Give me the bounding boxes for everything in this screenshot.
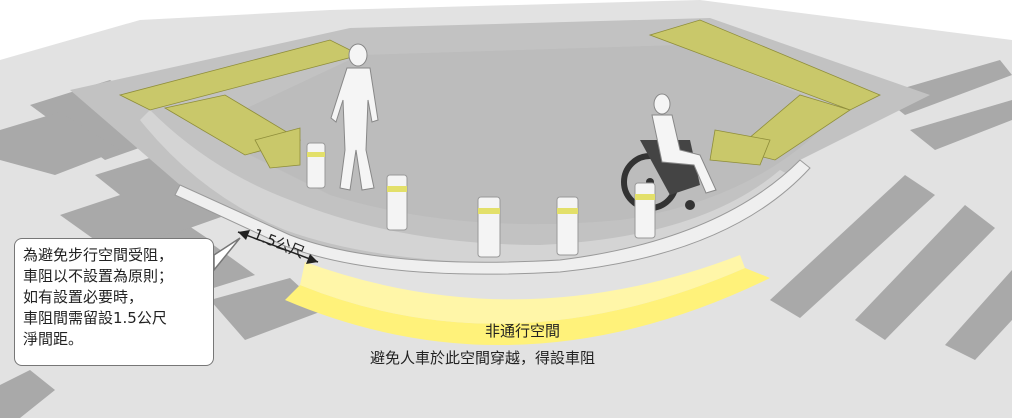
callout-box: 為避免步行空間受阻， 車阻以不設置為原則； 如有設置必要時， 車阻間需留設1.5… — [14, 238, 214, 366]
callout-line: 為避免步行空間受阻， — [23, 246, 174, 264]
tactile-paving-right — [648, 19, 881, 166]
callout-pointer — [213, 237, 241, 273]
pedestrian-icon — [330, 43, 379, 191]
bollard — [556, 196, 579, 256]
zone-description: 避免人車於此空間穿越，得設車阻 — [370, 349, 596, 367]
curb-ramp — [140, 110, 795, 263]
curb-edge — [174, 159, 811, 275]
callout-line: 淨間距。 — [23, 330, 84, 348]
zone-title: 非通行空間 — [485, 322, 561, 340]
tactile-paving-left — [118, 39, 362, 169]
callout-line: 如有設置必要時， — [23, 288, 144, 306]
no-pass-zone — [285, 268, 770, 346]
wheelchair-user-icon — [621, 93, 717, 211]
callout-line: 車阻間需留設1.5公尺 — [23, 309, 167, 327]
bollard — [634, 182, 656, 239]
callout-line: 車阻以不設置為原則； — [23, 267, 174, 285]
bollard-icon — [306, 142, 656, 258]
bollard — [306, 142, 326, 189]
bollard — [386, 174, 408, 231]
bollard — [477, 196, 501, 258]
no-pass-zone-inner — [300, 255, 745, 324]
